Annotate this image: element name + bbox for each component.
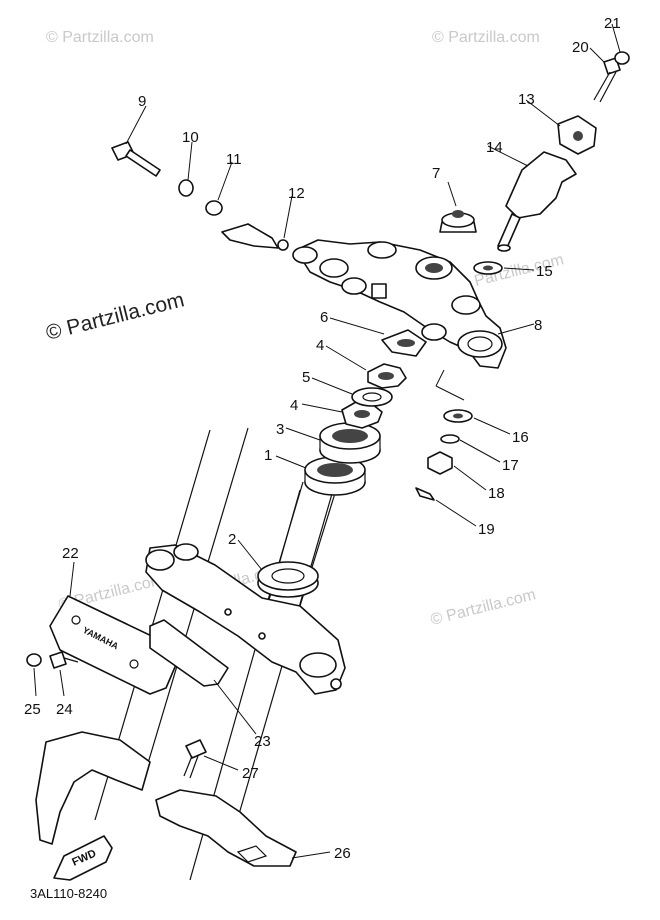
callout-label: 19 xyxy=(478,521,495,538)
callout-label: 20 xyxy=(572,39,589,56)
callout-label: 7 xyxy=(432,165,440,182)
bearing-race xyxy=(319,422,381,464)
callout-label: 11 xyxy=(226,151,242,168)
callout-label: 22 xyxy=(62,545,79,562)
callout-label: 1 xyxy=(264,447,272,464)
callout-label: 23 xyxy=(254,733,271,750)
callout-label: 5 xyxy=(302,369,310,386)
clamp xyxy=(221,223,289,251)
lower-bearing xyxy=(257,561,319,598)
cotter-pin xyxy=(415,487,435,501)
callout-label: 8 xyxy=(534,317,542,334)
callout-label: 24 xyxy=(56,701,73,718)
screw-24 xyxy=(49,651,79,669)
washer-17 xyxy=(440,434,460,444)
callout-label: 2 xyxy=(228,531,236,548)
callout-label: 21 xyxy=(604,15,621,32)
watermark-large: © Partzilla.com xyxy=(44,288,187,345)
callout-label: 13 xyxy=(518,91,535,108)
callout-label: 9 xyxy=(138,93,146,110)
ring-nut-lower xyxy=(341,401,383,429)
callout-label: 18 xyxy=(488,485,505,502)
callout-label: 27 xyxy=(242,765,259,782)
watermark: © Partzilla.com xyxy=(46,29,154,46)
washer-11 xyxy=(205,200,223,216)
callout-label: 6 xyxy=(320,309,328,326)
fwd-arrow-icon: FWD xyxy=(53,835,113,881)
leader-lines xyxy=(33,23,621,859)
callout-label: 3 xyxy=(276,421,284,438)
cap-bolt xyxy=(439,210,477,233)
callout-label: 16 xyxy=(512,429,529,446)
under-bracket xyxy=(145,543,346,695)
handlebar-holder xyxy=(557,115,597,155)
callout-label: 14 xyxy=(486,139,503,156)
callout-label: 15 xyxy=(536,263,553,280)
washer-15 xyxy=(473,261,503,275)
callout-label: 17 xyxy=(502,457,519,474)
fender-bracket xyxy=(155,789,297,867)
nut-25 xyxy=(26,653,42,667)
bolt-cap xyxy=(614,51,630,65)
callout-label: 26 xyxy=(334,845,351,862)
upper-bracket xyxy=(292,239,507,369)
emblem-bracket xyxy=(149,619,229,687)
watermark: © Partzilla.com xyxy=(429,586,538,629)
callout-label: 25 xyxy=(24,701,41,718)
callout-numbers: 1 2 3 4 4 5 6 7 8 9 10 11 12 13 14 15 16… xyxy=(24,15,621,862)
pinch-bolt xyxy=(111,141,161,177)
lock-washer-10 xyxy=(178,179,194,197)
washer-16 xyxy=(443,409,473,423)
callout-label: 4 xyxy=(290,397,298,414)
handlebar xyxy=(497,151,577,252)
callout-label: 10 xyxy=(182,129,199,146)
holder-bolt xyxy=(593,57,621,103)
lock-washer xyxy=(351,387,393,407)
bolt-27 xyxy=(183,739,207,779)
nut-18 xyxy=(427,451,453,475)
ring-nut-upper xyxy=(367,363,407,389)
watermark: © Partzilla.com xyxy=(432,29,540,46)
fork-outer-tube xyxy=(35,731,151,845)
diagram-code: 3AL110-8240 xyxy=(30,886,107,901)
spacer xyxy=(381,329,427,357)
callout-label: 4 xyxy=(316,337,324,354)
callout-label: 12 xyxy=(288,185,305,202)
